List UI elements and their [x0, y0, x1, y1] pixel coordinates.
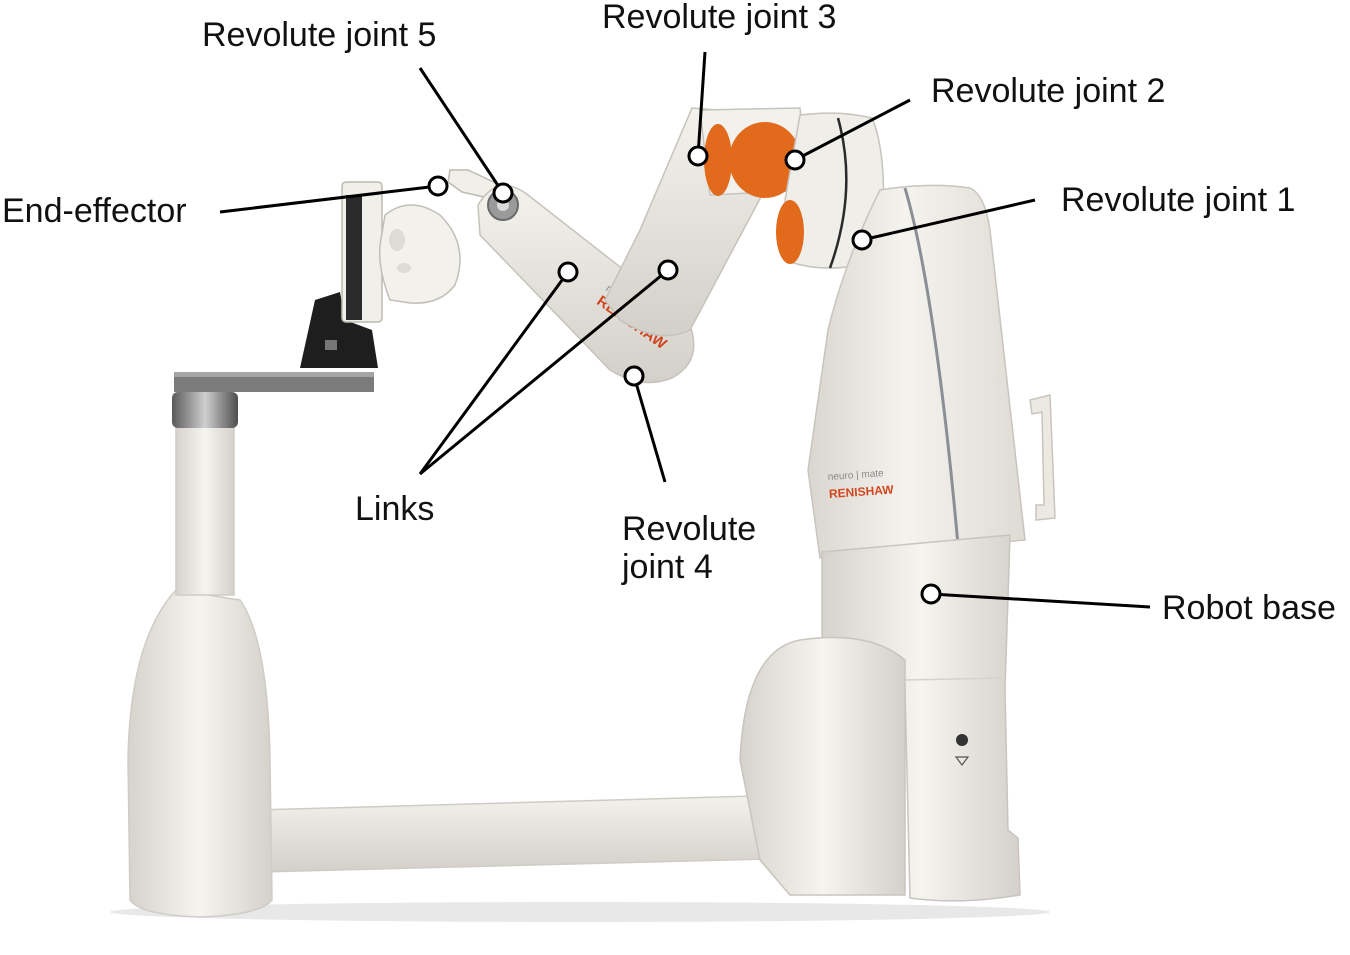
label-revolute-joint-4: Revolute joint 4: [622, 510, 757, 586]
label-robot-base: Robot base: [1162, 589, 1336, 627]
base-bar: [250, 794, 806, 873]
marker-revolute-joint-2: [784, 149, 806, 171]
main-tower: [807, 184, 1026, 559]
label-revolute-joint-2: Revolute joint 2: [931, 72, 1166, 110]
joint-3-orange-cap: [704, 124, 732, 196]
left-pillar-collar: [172, 392, 238, 428]
marker-end-effector: [427, 175, 449, 197]
tower-product-mark: neuro | mate: [827, 468, 884, 483]
marker-robot-base: [920, 583, 942, 605]
tower-handle: [1029, 394, 1056, 521]
skull-phantom: [378, 204, 461, 304]
tower-maker-mark: RENISHAW: [828, 482, 894, 501]
label-links: Links: [355, 490, 435, 528]
callout-lines: [219, 51, 1151, 609]
robot-base-block: [821, 534, 1021, 902]
marker-revolute-joint-4: [623, 365, 645, 387]
label-end-effector: End-effector: [2, 192, 187, 230]
marker-link-a: [557, 261, 579, 283]
joint-2-orange-cap: [729, 122, 801, 198]
head-holder-bracket: [300, 292, 378, 368]
label-revolute-joint-3: Revolute joint 3: [602, 0, 837, 36]
marker-revolute-joint-5: [492, 182, 514, 204]
label-revolute-joint-1: Revolute joint 1: [1061, 181, 1296, 219]
left-pillar-foot: [127, 589, 273, 918]
left-pillar-column: [175, 424, 235, 596]
ground-socket: [956, 734, 968, 746]
floor-shadow: [110, 902, 1050, 922]
marker-revolute-joint-3: [687, 145, 709, 167]
marker-link-b: [657, 259, 679, 281]
base-hump: [739, 636, 906, 896]
joint-1-orange-cap: [776, 200, 804, 264]
marker-revolute-joint-1: [851, 229, 873, 251]
label-revolute-joint-5: Revolute joint 5: [202, 16, 437, 54]
